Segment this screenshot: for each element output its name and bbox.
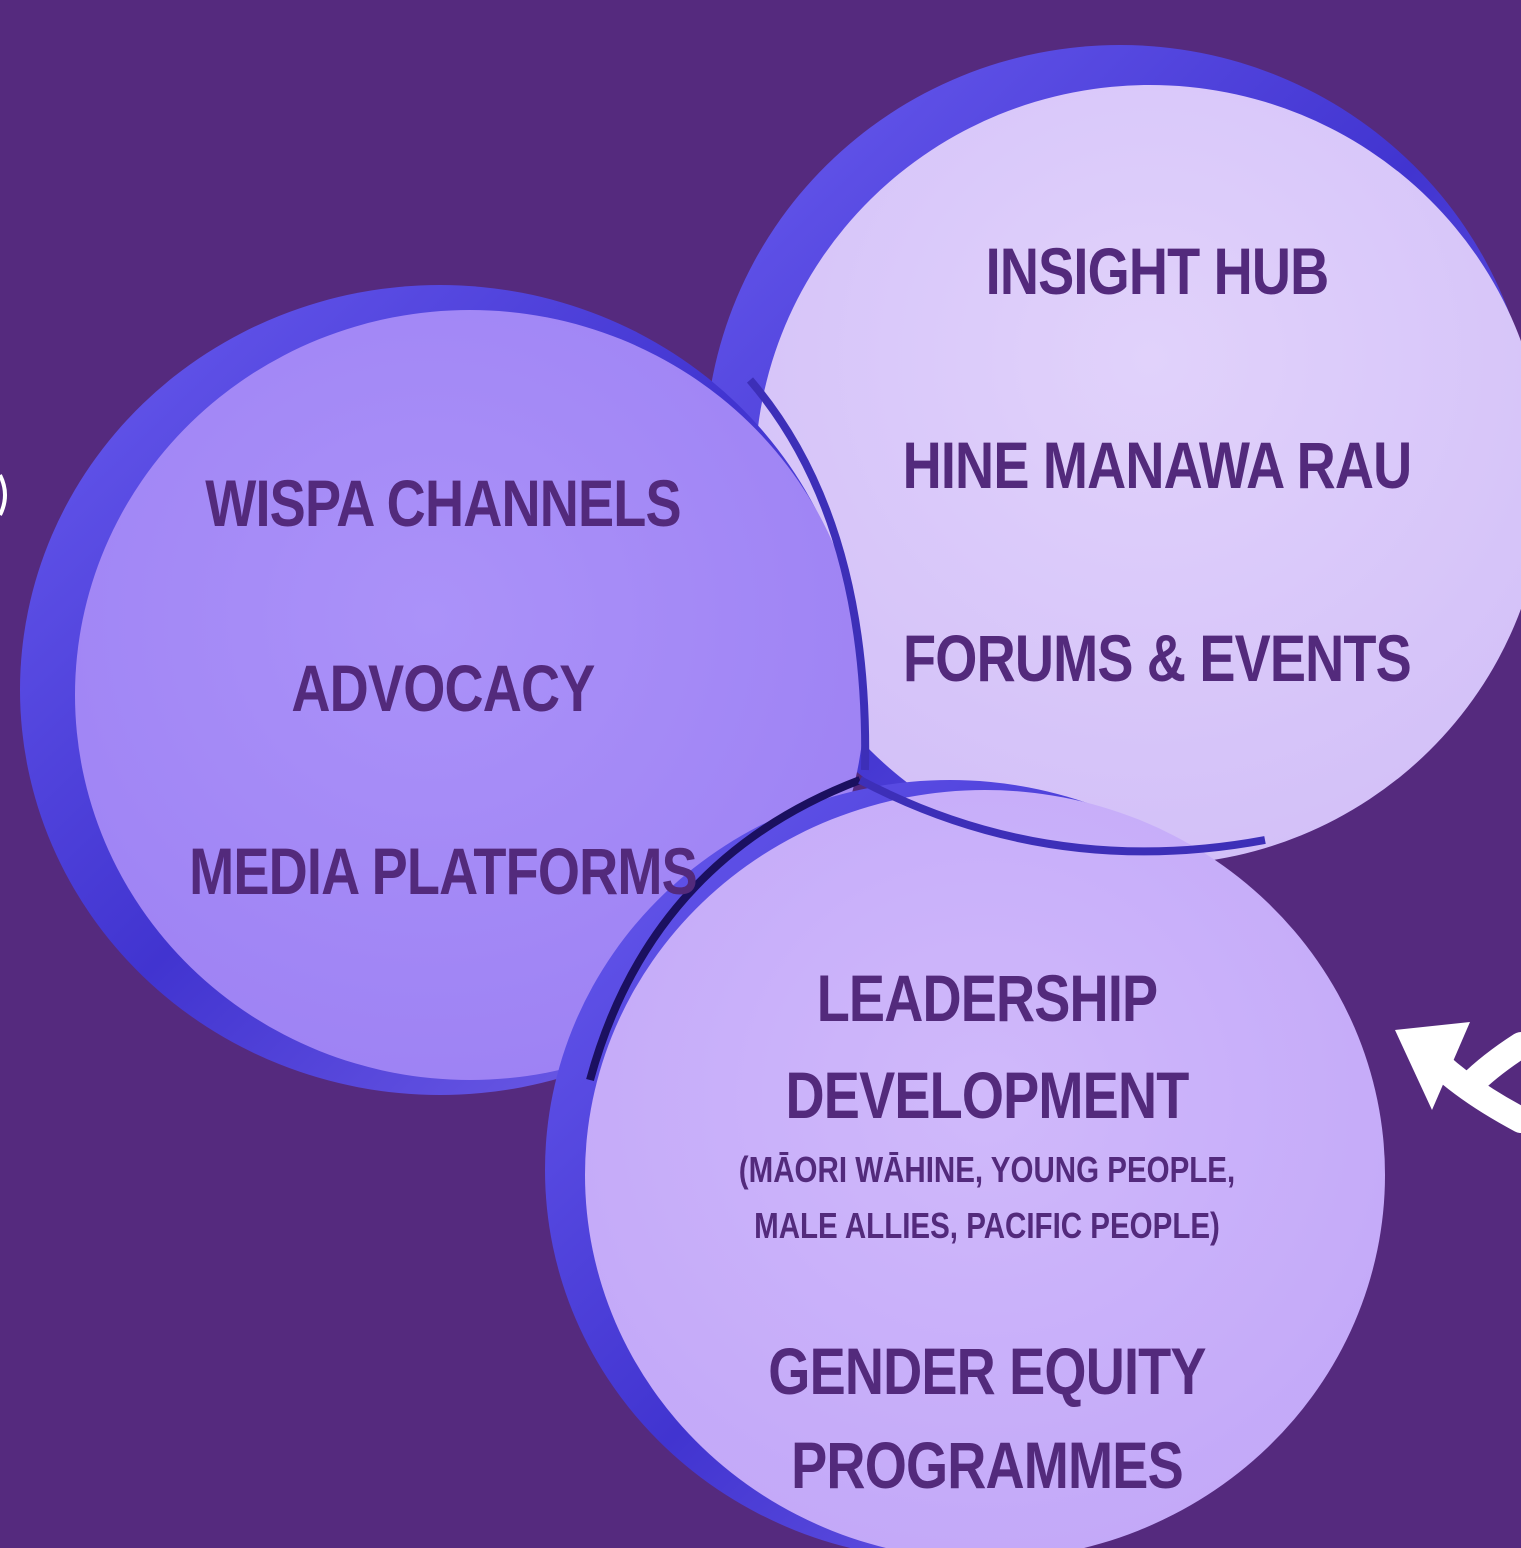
advocacy-label: ADVOCACY — [291, 651, 595, 725]
insight-hub-label: INSIGHT HUB — [985, 234, 1330, 308]
divider-line — [858, 776, 1266, 856]
bottom-circle — [545, 780, 1385, 1548]
development-label: DEVELOPMENT — [785, 1058, 1190, 1132]
forums-events-label: FORUMS & EVENTS — [903, 621, 1412, 695]
left-circle — [20, 285, 865, 1095]
gender-equity-label: GENDER EQUITY — [768, 1334, 1206, 1408]
leadership-note-line2: MALE ALLIES, PACIFIC PEOPLE) — [754, 1205, 1220, 1246]
hine-manawa-rau-label: HINE MANAWA RAU — [902, 428, 1413, 502]
media-platforms-label: MEDIA PLATFORMS — [189, 834, 698, 908]
leadership-label: LEADERSHIP — [816, 961, 1158, 1035]
divider-line — [586, 776, 862, 1082]
wispa-channels-label: WISPA CHANNELS — [205, 466, 681, 540]
programmes-label: PROGRAMMES — [791, 1428, 1184, 1502]
curved-arrow-icon — [1395, 1022, 1521, 1133]
divider-line — [746, 377, 870, 771]
leadership-note-line1: (MĀORI WĀHINE, YOUNG PEOPLE, — [738, 1149, 1236, 1190]
edge-mark — [0, 474, 7, 516]
top-right-circle — [705, 45, 1521, 865]
